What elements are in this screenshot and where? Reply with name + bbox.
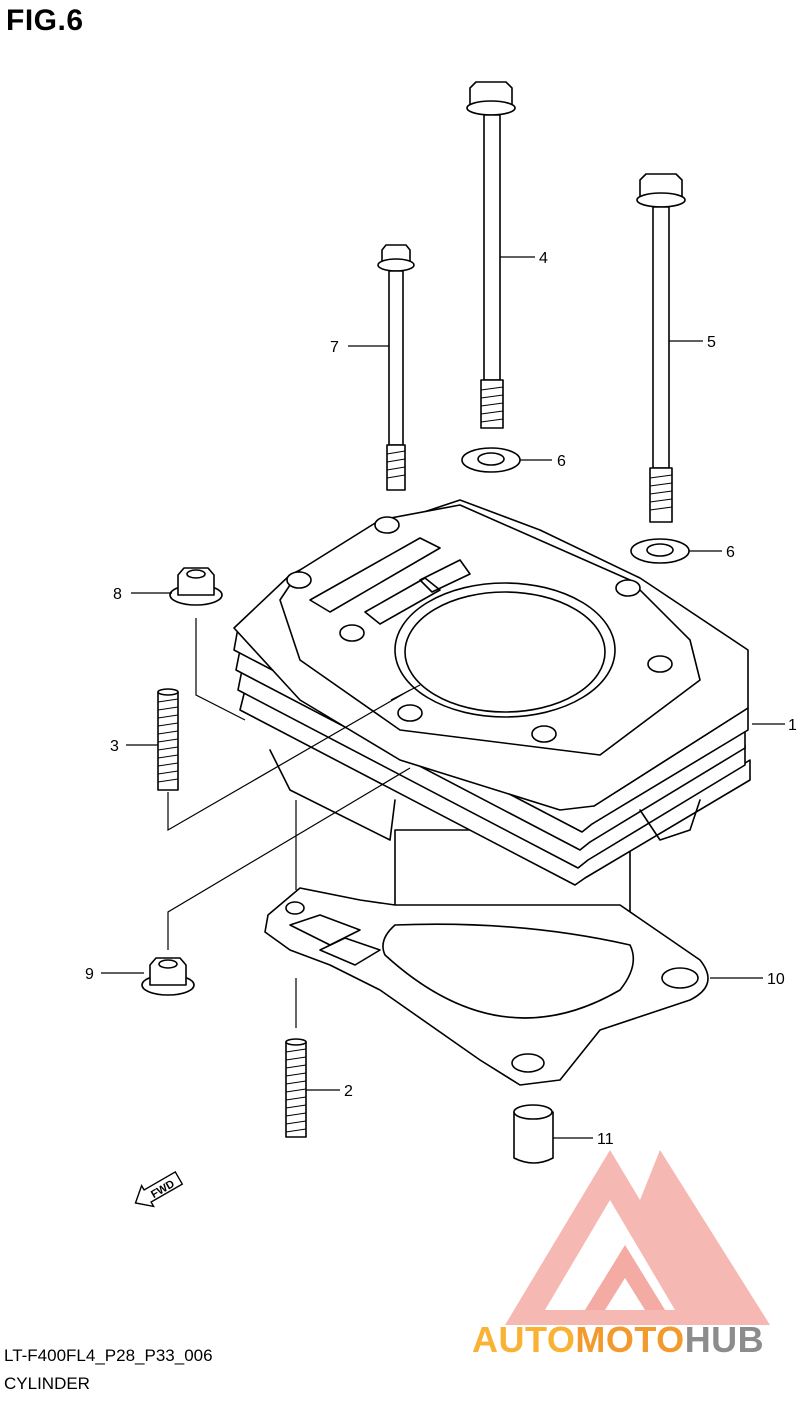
watermark-part-moto: MOTO	[575, 1319, 684, 1360]
section-name-label: CYLINDER	[4, 1374, 90, 1393]
callout-6-lower: 6	[726, 544, 735, 561]
callout-leaders	[101, 256, 785, 1139]
callout-10: 10	[767, 971, 785, 988]
callout-8: 8	[113, 586, 122, 603]
figure-title: FIG.6	[6, 4, 84, 37]
fwd-label: FWD	[149, 1178, 177, 1201]
callout-4: 4	[539, 250, 548, 267]
long-bolt-4	[466, 81, 516, 429]
bolt-7	[377, 244, 415, 491]
callout-6-upper: 6	[557, 453, 566, 470]
washer-6-lower	[630, 538, 690, 564]
assembly-lines	[167, 618, 421, 1028]
flange-nut-9	[141, 957, 195, 996]
watermark-part-auto: AUTO	[472, 1319, 575, 1360]
callout-11: 11	[597, 1131, 614, 1148]
dowel-pin-11	[513, 1104, 554, 1164]
washer-6-upper	[461, 447, 521, 473]
flange-nut-8	[169, 567, 223, 606]
long-bolt-5	[636, 173, 686, 523]
callout-3: 3	[110, 738, 119, 755]
svg-text:AUTOMOTOHUB: AUTOMOTOHUB	[472, 1319, 764, 1360]
model-code-label: LT-F400FL4_P28_P33_006	[4, 1346, 213, 1365]
watermark-text: AUTOMOTOHUB	[472, 1319, 764, 1360]
callout-7: 7	[330, 339, 339, 356]
stud-2	[285, 1038, 307, 1138]
callout-9: 9	[85, 966, 94, 983]
callout-1: 1	[788, 717, 797, 734]
stud-3	[157, 688, 179, 791]
callout-2: 2	[344, 1083, 353, 1100]
watermark-logo-icon	[505, 1150, 770, 1325]
callout-5: 5	[707, 334, 716, 351]
watermark-part-hub: HUB	[685, 1319, 765, 1360]
base-gasket-10	[264, 887, 709, 1086]
cylinder-block-1	[233, 499, 751, 886]
fwd-arrow-icon: FWD	[134, 1170, 184, 1208]
